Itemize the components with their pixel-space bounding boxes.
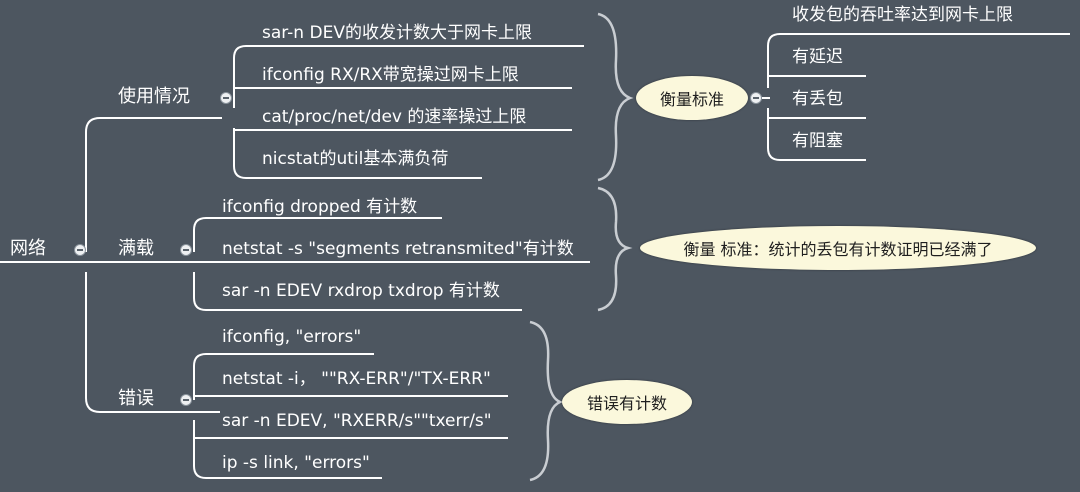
- errors-summary-label: 错误有计数: [586, 394, 667, 413]
- branch-full-load-collapse-icon[interactable]: [180, 244, 192, 256]
- errors-item: ip -s link, "errors": [222, 453, 370, 473]
- branch-errors-collapse-icon[interactable]: [180, 394, 192, 406]
- branch-full-load: 满载: [118, 238, 154, 259]
- errors-item: netstat -i， ""RX-ERR"/"TX-ERR": [222, 369, 491, 389]
- errors-item: ifconfig, "errors": [222, 327, 362, 347]
- usage-item: nicstat的util基本满负荷: [262, 149, 449, 169]
- full-load-item: netstat -s "segments retransmited"有计数: [222, 239, 574, 259]
- branch-usage-collapse-icon[interactable]: [220, 92, 232, 104]
- full-load-item: ifconfig dropped 有计数: [222, 197, 418, 217]
- usage-summary-bubble: 衡量标准: [636, 76, 748, 120]
- branch-errors: 错误: [118, 388, 154, 409]
- root-topic: 网络: [10, 238, 46, 259]
- measure-item: 有延迟: [792, 47, 843, 67]
- root-collapse-icon[interactable]: [74, 244, 86, 256]
- branch-usage: 使用情况: [118, 86, 190, 107]
- measure-item: 收发包的吞吐率达到网卡上限: [792, 5, 1013, 25]
- full-load-summary-bubble: 衡量 标准：统计的丢包有计数证明已经满了: [640, 226, 1036, 270]
- usage-item: cat/proc/net/dev 的速率操过上限: [262, 107, 527, 127]
- summary-collapse-icon[interactable]: [750, 92, 762, 104]
- usage-item: ifconfig RX/RX带宽操过网卡上限: [262, 65, 519, 85]
- errors-summary-bubble: 错误有计数: [562, 380, 692, 424]
- full-load-item: sar -n EDEV rxdrop txdrop 有计数: [222, 281, 500, 301]
- full-load-summary-label: 衡量 标准：统计的丢包有计数证明已经满了: [683, 240, 993, 259]
- usage-item: sar-n DEV的收发计数大于网卡上限: [262, 23, 532, 43]
- measure-item: 有阻塞: [792, 131, 843, 151]
- usage-summary-label: 衡量标准: [659, 90, 724, 109]
- measure-item: 有丢包: [792, 89, 843, 109]
- errors-item: sar -n EDEV, "RXERR/s""txerr/s": [222, 411, 492, 431]
